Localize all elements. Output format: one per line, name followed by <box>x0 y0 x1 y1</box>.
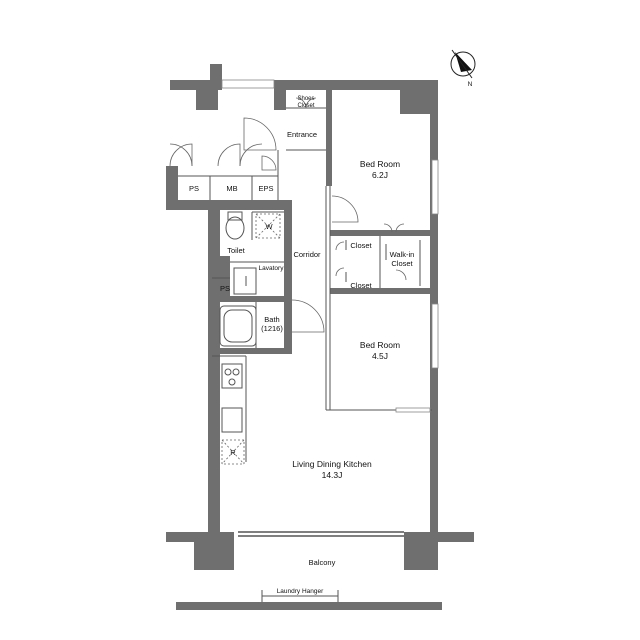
walls <box>166 64 474 610</box>
ldk-size: 14.3J <box>322 470 343 480</box>
north-compass-icon <box>450 49 476 79</box>
closet-1-label: Closet <box>350 241 372 250</box>
inner-lines <box>178 107 432 537</box>
washer-label: W <box>265 222 273 231</box>
walk-in-closet-label-2: Closet <box>391 259 413 268</box>
laundry-hanger-label: Laundry Hanger <box>277 588 324 595</box>
entrance-label: Entrance <box>287 130 317 139</box>
north-label: N <box>468 81 473 88</box>
mb-label: MB <box>226 184 237 193</box>
corridor-label: Corridor <box>293 250 321 259</box>
ps-top-label: PS <box>189 184 199 193</box>
shoes-closet-label: Shoes <box>297 96 314 102</box>
lavatory-label: Lavatory <box>259 265 285 272</box>
bath-size-label: (1216) <box>261 324 283 333</box>
balcony-label: Balcony <box>309 558 336 567</box>
closet-2-label: Closet <box>350 281 372 290</box>
ps-small-label: PS <box>220 284 230 293</box>
ldk-name: Living Dining Kitchen <box>292 459 372 469</box>
windows <box>221 79 439 413</box>
fixtures <box>219 211 387 602</box>
bedroom-2-name: Bed Room <box>360 340 400 350</box>
bedroom-2-size: 4.5J <box>372 351 388 361</box>
doors <box>169 97 407 333</box>
toilet-label: Toilet <box>227 246 245 255</box>
shoes-closet-label-2: Closet <box>297 103 314 109</box>
bath-label: Bath <box>264 315 279 324</box>
eps-label: EPS <box>258 184 273 193</box>
refrigerator-label: R <box>230 448 236 457</box>
bedroom-1-size: 6.2J <box>372 170 388 180</box>
bedroom-1-name: Bed Room <box>360 159 400 169</box>
walk-in-closet-label: Walk-in <box>390 250 415 259</box>
